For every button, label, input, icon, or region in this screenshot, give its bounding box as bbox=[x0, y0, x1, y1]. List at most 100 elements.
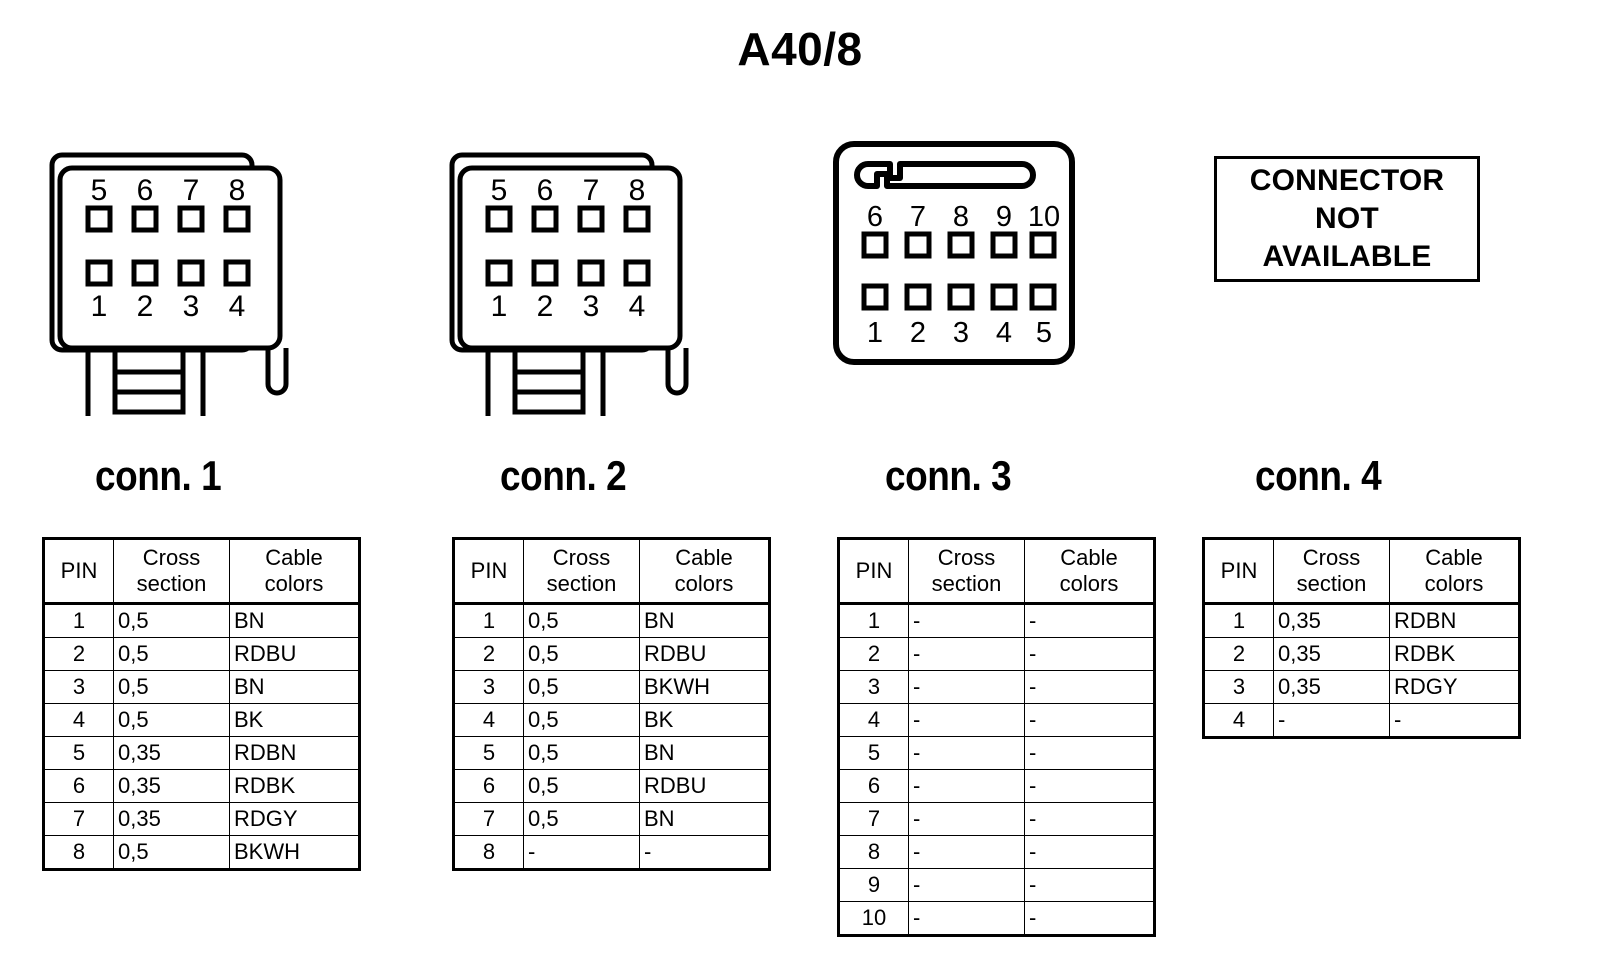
pin-squares-top-row bbox=[861, 231, 1057, 259]
cell-cable-colors: - bbox=[1024, 603, 1155, 638]
cell-cross-section: - bbox=[908, 703, 1025, 737]
cell-pin: 5 bbox=[43, 736, 114, 770]
pin-number-bottom-2: 2 bbox=[910, 317, 926, 349]
cell-pin: 2 bbox=[453, 637, 524, 671]
header-cross-section-line1: Cross bbox=[142, 545, 201, 571]
connector-3-svg: 6 7 8 9 10 1 2 3 4 5 bbox=[833, 141, 1075, 365]
connector-3-caption: conn. 3 bbox=[885, 452, 1012, 499]
latch-tab bbox=[112, 347, 186, 415]
header-cable-colors-line2: colors bbox=[1059, 571, 1119, 596]
pin-number-bottom-3: 3 bbox=[953, 317, 969, 349]
header-pin: PIN bbox=[43, 538, 114, 605]
cell-cross-section: - bbox=[908, 901, 1025, 936]
cell-cable-colors: RDBU bbox=[639, 769, 770, 803]
cell-cable-colors: RDBU bbox=[639, 637, 770, 671]
table-row: 3-- bbox=[838, 670, 1155, 704]
pin-squares-bottom-row bbox=[485, 259, 651, 287]
pin-number-bottom-4: 4 bbox=[229, 290, 246, 323]
table-header: PIN Cross section Cable colors bbox=[838, 538, 1155, 605]
pin-number-top-5: 10 bbox=[1028, 201, 1060, 233]
cell-cross-section: - bbox=[908, 835, 1025, 869]
cell-cross-section: 0,5 bbox=[113, 603, 230, 638]
pin-number-bottom-3: 3 bbox=[183, 290, 200, 323]
pin-number-bottom-2: 2 bbox=[537, 290, 554, 323]
table-row: 2-- bbox=[838, 637, 1155, 671]
cell-cross-section: - bbox=[908, 670, 1025, 704]
cell-pin: 4 bbox=[1203, 703, 1274, 738]
pin-number-top-4: 8 bbox=[629, 174, 646, 207]
cell-cross-section: - bbox=[523, 835, 640, 870]
table-header-row: PIN Cross section Cable colors bbox=[43, 538, 360, 605]
cell-cross-section: 0,5 bbox=[113, 670, 230, 704]
table-row: 8-- bbox=[453, 835, 770, 870]
connector-not-available-notice: CONNECTOR NOT AVAILABLE bbox=[1214, 156, 1480, 282]
cell-pin: 7 bbox=[453, 802, 524, 836]
header-cross-section-line2: section bbox=[931, 571, 1002, 596]
table-header: PIN Cross section Cable colors bbox=[43, 538, 360, 605]
cell-cross-section: 0,5 bbox=[523, 603, 640, 638]
cell-cable-colors: - bbox=[1024, 670, 1155, 704]
cell-cross-section: 0,5 bbox=[113, 703, 230, 737]
cell-cross-section: 0,35 bbox=[1273, 637, 1390, 671]
header-cross-section-line2: section bbox=[136, 571, 207, 596]
pin-number-top-4: 8 bbox=[229, 174, 246, 207]
cell-cable-colors: BN bbox=[639, 736, 770, 770]
header-cable-colors: Cable colors bbox=[1389, 538, 1520, 605]
connector-3-pin-table-wrapper: PIN Cross section Cable colors 1--2--3--… bbox=[837, 537, 1156, 937]
pin-number-bottom-4: 4 bbox=[996, 317, 1012, 349]
header-cable-colors-line1: Cable bbox=[1425, 545, 1483, 571]
pin-number-bottom-1: 1 bbox=[491, 290, 508, 323]
notice-line-2: NOT bbox=[1315, 201, 1379, 235]
pin-squares-bottom-row bbox=[861, 283, 1057, 311]
table-header: PIN Cross section Cable colors bbox=[1203, 538, 1520, 605]
pin-number-top-2: 7 bbox=[910, 201, 926, 233]
page-title: A40/8 bbox=[737, 23, 863, 75]
header-pin: PIN bbox=[1203, 538, 1274, 605]
header-cable-colors-line2: colors bbox=[1424, 571, 1484, 596]
table-header-row: PIN Cross section Cable colors bbox=[1203, 538, 1520, 605]
cell-pin: 5 bbox=[838, 736, 909, 770]
cell-cable-colors: BK bbox=[229, 703, 360, 737]
cell-cable-colors: RDGY bbox=[1389, 670, 1520, 704]
table-row: 7-- bbox=[838, 802, 1155, 836]
cell-cable-colors: - bbox=[1024, 868, 1155, 902]
connector-4-caption: conn. 4 bbox=[1255, 452, 1382, 499]
cell-pin: 6 bbox=[43, 769, 114, 803]
cell-pin: 3 bbox=[838, 670, 909, 704]
table-row: 10-- bbox=[838, 901, 1155, 936]
cell-pin: 3 bbox=[453, 670, 524, 704]
cell-cross-section: - bbox=[908, 769, 1025, 803]
pin-number-bottom-2: 2 bbox=[137, 290, 154, 323]
header-cross-section-line1: Cross bbox=[937, 545, 996, 571]
cell-cable-colors: BKWH bbox=[229, 835, 360, 870]
notice-line-3: AVAILABLE bbox=[1262, 240, 1432, 274]
header-cable-colors: Cable colors bbox=[229, 538, 360, 605]
cell-cross-section: 0,5 bbox=[523, 703, 640, 737]
cell-cable-colors: RDBK bbox=[229, 769, 360, 803]
cell-pin: 5 bbox=[453, 736, 524, 770]
header-cable-colors: Cable colors bbox=[639, 538, 770, 605]
pin-number-top-1: 5 bbox=[491, 174, 508, 207]
cell-cross-section: 0,35 bbox=[113, 769, 230, 803]
cell-cross-section: 0,5 bbox=[523, 670, 640, 704]
cell-cross-section: 0,5 bbox=[523, 769, 640, 803]
cell-pin: 10 bbox=[838, 901, 909, 936]
pin-number-top-1: 6 bbox=[867, 201, 883, 233]
table-row: 1-- bbox=[838, 603, 1155, 638]
header-cross-section-line1: Cross bbox=[552, 545, 611, 571]
header-cable-colors-line1: Cable bbox=[675, 545, 733, 571]
cell-cable-colors: BN bbox=[639, 603, 770, 638]
pin-squares-top-row bbox=[85, 205, 251, 233]
cell-cable-colors: - bbox=[1024, 736, 1155, 770]
cell-cable-colors: - bbox=[1024, 802, 1155, 836]
